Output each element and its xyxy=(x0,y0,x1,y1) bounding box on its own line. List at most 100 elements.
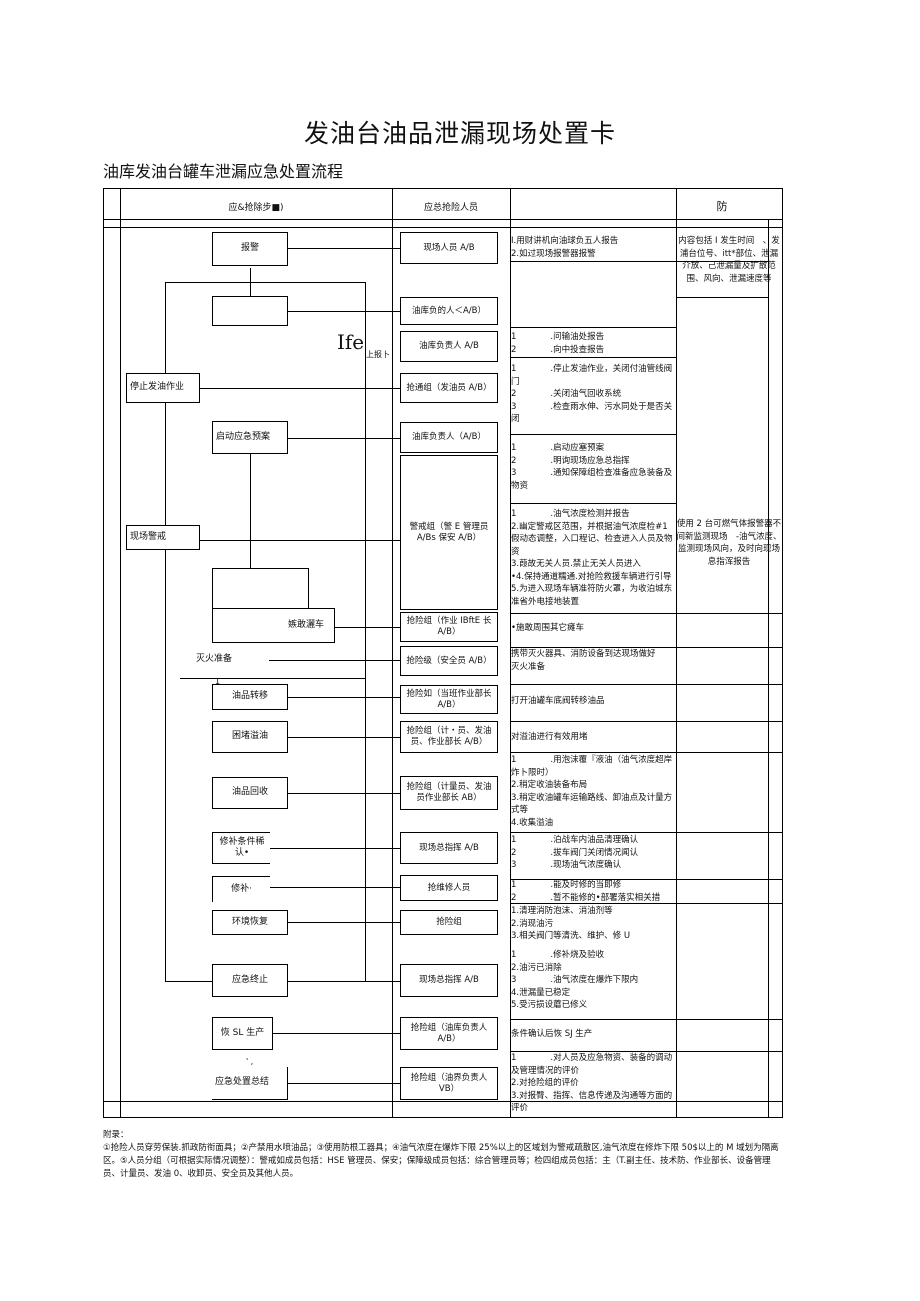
marker-text: ' , xyxy=(246,1057,254,1066)
connector xyxy=(288,248,400,249)
personnel-item: 抢险组（作业 IBftE 长 A/B） xyxy=(400,612,498,642)
connector xyxy=(180,678,365,679)
personnel-item: 油库负责人 A/B xyxy=(400,331,498,362)
connector xyxy=(308,568,309,608)
header-personnel: 应总抢险人员 xyxy=(423,203,478,213)
row-rule xyxy=(510,327,676,328)
measure-resume: 条件确认后恢 SJ 生产 xyxy=(511,1029,593,1039)
page-title: 发油台油品泄漏现场处置卡 xyxy=(303,119,616,148)
col-divider xyxy=(120,189,121,1117)
step-transfer-oil: 油品转移 xyxy=(212,684,288,710)
connector xyxy=(165,282,365,283)
col-divider xyxy=(510,189,511,1117)
header-rule xyxy=(104,219,782,220)
row-rule xyxy=(510,1051,782,1052)
page-subtitle: 油库发油台罐车泄漏应急处置流程 xyxy=(103,162,344,181)
personnel-item: 抢险组（油库负责人 A/B） xyxy=(400,1017,498,1050)
flow-table: 应&抢除步■) 应总抢险人员 防 xyxy=(103,188,783,1118)
personnel-item: 抢维修人员 xyxy=(400,875,498,901)
connector xyxy=(165,282,166,982)
row-rule xyxy=(510,721,782,722)
prevention-monitoring: 使用 2 台可燃气体报警器不间新监测现场 -油气浓度、监测现场风向，及时向现场息… xyxy=(676,519,782,567)
row-rule xyxy=(510,684,782,685)
personnel-item: 抢险如（当班作业部长 A/B） xyxy=(400,685,498,714)
prevention-report-content: 内容包括 I 发生时间 、发浦台位号、itt*部位、泄漏介放、己泄漏量及扩散范围… xyxy=(678,236,780,284)
stamp-text: Ife xyxy=(337,330,365,354)
footer-rule xyxy=(104,1101,782,1102)
row-rule xyxy=(510,752,782,753)
step-recover-oil: 油品回收 xyxy=(212,777,288,809)
personnel-item: 油库负责人（A/B） xyxy=(400,422,498,453)
connector xyxy=(288,311,400,312)
personnel-item: 警戒组（警 E 管理员 A/Bs 保安 A/B） xyxy=(400,455,498,610)
connector xyxy=(273,1033,400,1034)
personnel-item: 抢险组（油界负责人 VB） xyxy=(400,1067,498,1100)
header-rule xyxy=(104,227,782,228)
connector xyxy=(288,737,400,738)
connector xyxy=(288,1083,400,1084)
measure-evacuate: •施敢周围其它瘫车 xyxy=(511,623,585,633)
col-divider xyxy=(392,189,393,1117)
connector xyxy=(212,568,213,630)
connector xyxy=(270,887,400,888)
row-rule xyxy=(510,879,782,880)
connector xyxy=(250,268,251,298)
personnel-item: 抢险组 xyxy=(400,910,498,935)
step-repair-condition: 修补条件稀认• xyxy=(212,832,270,864)
measure-fire: 携带灭火器具、消防设备到达现场做好灭火准备 xyxy=(511,649,656,672)
col-divider xyxy=(676,189,677,1117)
upreport-label: 上报卜 xyxy=(366,350,390,359)
connector xyxy=(288,438,400,439)
personnel-item: 抢险组（计量员、发油员作业部长 AB） xyxy=(400,776,498,810)
step-stop-dispatch: 停止发油作业 xyxy=(126,373,200,403)
step-fire-prep: 灭火准备 xyxy=(170,645,269,675)
connector xyxy=(250,454,251,568)
step-block-spill: 困堵溢油 xyxy=(212,721,288,753)
personnel-item: 现场人员 A/B xyxy=(400,232,498,264)
row-rule xyxy=(510,832,782,833)
personnel-item: 现场总指挥 A/B xyxy=(400,832,498,864)
row-rule xyxy=(510,357,676,358)
connector xyxy=(200,388,400,389)
col-divider xyxy=(768,219,769,1117)
row-rule xyxy=(510,261,768,262)
step-repair: 修补· xyxy=(212,876,270,902)
step-env-restore: 环境恢复 xyxy=(212,910,288,935)
row-rule xyxy=(510,503,676,504)
personnel-item: 现场总指挥 A/B xyxy=(400,964,498,997)
personnel-item: 抢通组（发油员 A/B） xyxy=(400,373,498,403)
row-rule xyxy=(510,613,782,614)
appendix-label: 附录： xyxy=(103,1130,129,1140)
row-rule xyxy=(510,1019,782,1020)
connector xyxy=(212,568,308,569)
appendix-notes: 附录： ①抢险人员穿劳保装.抓政防衔面具；②产禁用水喷油品；③使用防根工器具；④… xyxy=(103,1129,783,1181)
connector xyxy=(270,848,400,849)
connector xyxy=(288,922,400,923)
connector xyxy=(365,282,366,982)
step-evacuate-vehicles: 嫉敢灑车 xyxy=(212,608,335,643)
personnel-item: 油库负的人＜A/B） xyxy=(400,297,498,325)
step-summary: 应急处置总结 xyxy=(212,1067,288,1100)
header-steps: 应&抢除步■) xyxy=(228,203,284,213)
personnel-item: 抢险组（计・员、发油员、作业部长 A/B） xyxy=(400,721,498,753)
row-rule xyxy=(510,434,676,435)
step-emergency-end: 应急终止 xyxy=(212,964,288,997)
measure-block: 对溢油进行有效用堵 xyxy=(511,732,588,742)
step-alarm: 报警 xyxy=(212,232,288,266)
connector xyxy=(269,660,400,661)
step-start-plan: 启动应急预案 xyxy=(212,421,288,454)
connector xyxy=(335,627,400,628)
connector xyxy=(288,793,400,794)
step-report-box xyxy=(212,296,288,326)
